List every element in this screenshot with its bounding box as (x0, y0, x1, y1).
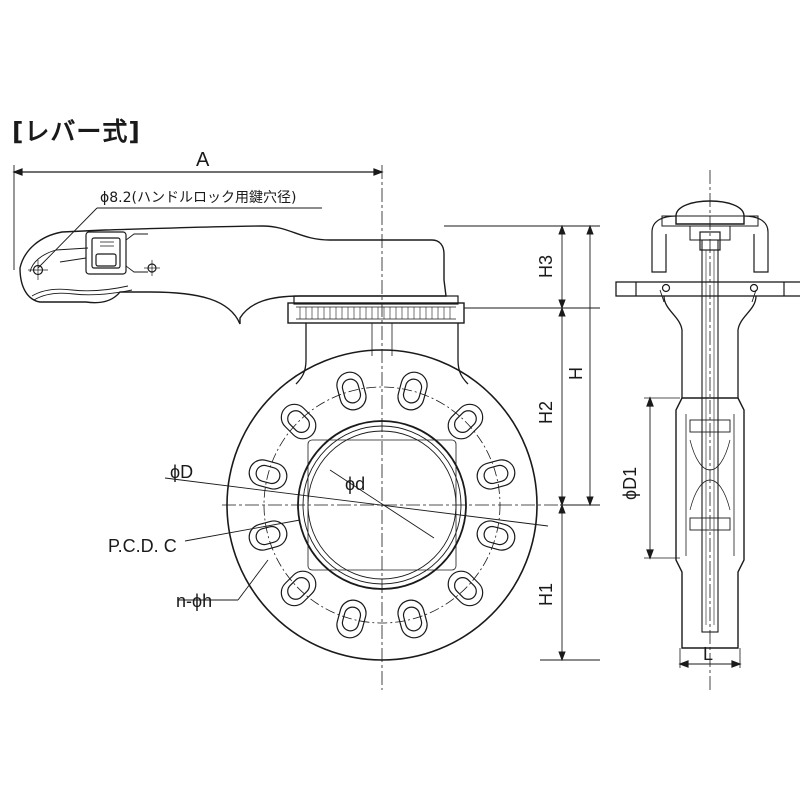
label-h3: H3 (536, 255, 556, 278)
top-plate (287, 295, 465, 324)
drawing-title: [レバー式] (12, 117, 141, 146)
lever-handle (19, 225, 447, 325)
label-h: H (566, 367, 586, 380)
keyhole-leader (37, 207, 322, 269)
side-view (615, 170, 800, 690)
label-l: L (703, 644, 713, 664)
label-h1: H1 (536, 583, 556, 606)
label-phi-d1: ϕD1 (620, 467, 640, 500)
label-n-phi-h: n‐ϕh (176, 591, 212, 611)
label-leaders (164, 469, 549, 601)
label-pcd: P.C.D. C (108, 536, 177, 556)
label-phi-d-outer: ϕD (170, 462, 193, 482)
label-phi-d-inner: ϕd (345, 474, 365, 494)
label-h2: H2 (536, 401, 556, 424)
height-dimensions (444, 224, 600, 662)
label-keyhole: ϕ8.2(ハンドルロック用鍵穴径) (100, 190, 296, 206)
bolt-holes (248, 371, 516, 639)
dimension-a (12, 165, 384, 690)
label-a: A (196, 149, 210, 171)
